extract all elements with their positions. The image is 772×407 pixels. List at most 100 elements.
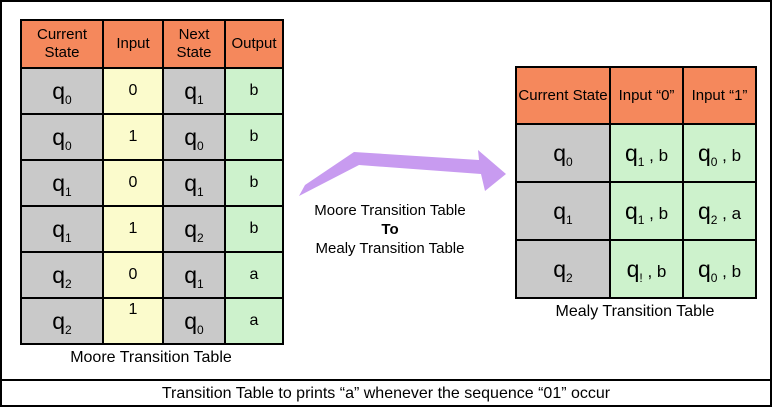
state-subscript: 0 xyxy=(710,270,718,285)
output-label: , b xyxy=(644,203,669,223)
mealy-table: Current State Input “0” Input “1” q0 q1 … xyxy=(515,66,757,299)
output-cell: b xyxy=(224,67,284,115)
transition-cell: q1 , b xyxy=(609,123,684,183)
moore-header-row: Current State Input Next State Output xyxy=(20,19,284,69)
conversion-label-line2: To xyxy=(381,221,399,238)
state-subscript: 1 xyxy=(637,154,645,169)
state-subscript: 1 xyxy=(65,230,72,245)
state-subscript: 2 xyxy=(566,270,573,285)
state-label: q xyxy=(553,255,567,282)
state-subscript: 1 xyxy=(197,276,204,291)
output-cell: b xyxy=(224,159,284,207)
output-label: , a xyxy=(717,203,742,223)
input-cell: 0 xyxy=(102,251,164,299)
conversion-label-line1: Moore Transition Table xyxy=(314,202,466,219)
current-state-cell: q2 xyxy=(20,297,104,345)
table-row: q1 q1 , b q2 , a xyxy=(515,181,757,241)
figure-caption: Transition Table to prints “a” whenever … xyxy=(161,385,611,402)
output-cell: a xyxy=(224,297,284,345)
output-label: , b xyxy=(644,145,669,165)
state-label: q xyxy=(52,123,66,150)
state-subscript: 1 xyxy=(197,92,204,107)
state-subscript: 1 xyxy=(65,184,72,199)
state-label: q xyxy=(697,255,711,282)
transition-cell: q1 , b xyxy=(609,181,684,241)
state-subscript: 0 xyxy=(65,138,72,153)
next-state-cell: q2 xyxy=(162,205,226,253)
mealy-header-input-0: Input “0” xyxy=(609,66,684,125)
state-subscript: 2 xyxy=(710,212,718,227)
state-label: q xyxy=(553,197,567,224)
state-subscript: 0 xyxy=(197,138,204,153)
output-cell: b xyxy=(224,113,284,161)
output-label: , b xyxy=(642,261,667,281)
next-state-cell: q1 xyxy=(162,159,226,207)
state-label: q xyxy=(184,169,198,196)
state-label: q xyxy=(52,261,66,288)
conversion-arrow-icon xyxy=(299,150,506,196)
state-subscript: ! xyxy=(639,270,643,285)
table-row: q0 1 q0 b xyxy=(20,113,284,161)
state-label: q xyxy=(624,197,638,224)
state-label: q xyxy=(697,139,711,166)
state-label: q xyxy=(184,123,198,150)
output-label: , b xyxy=(717,261,742,281)
input-cell: 0 xyxy=(102,67,164,115)
state-subscript: 2 xyxy=(65,276,72,291)
mealy-header-input-1: Input “1” xyxy=(682,66,757,125)
state-label: q xyxy=(184,215,198,242)
moore-header-next-state: Next State xyxy=(162,19,226,69)
moore-header-output: Output xyxy=(224,19,284,69)
state-subscript: 1 xyxy=(197,184,204,199)
transition-cell: q0 , b xyxy=(682,123,757,183)
state-label: q xyxy=(184,307,198,334)
output-cell: b xyxy=(224,205,284,253)
input-cell: 0 xyxy=(102,159,164,207)
caption-divider xyxy=(2,379,770,381)
next-state-cell: q0 xyxy=(162,113,226,161)
current-state-cell: q2 xyxy=(515,239,611,299)
state-label: q xyxy=(52,215,66,242)
state-subscript: 1 xyxy=(566,212,573,227)
state-label: q xyxy=(624,139,638,166)
moore-header-input: Input xyxy=(102,19,164,69)
output-label: , b xyxy=(717,145,742,165)
current-state-cell: q1 xyxy=(20,205,104,253)
mealy-header-current-state: Current State xyxy=(515,66,611,125)
table-row: q0 0 q1 b xyxy=(20,67,284,115)
state-label: q xyxy=(184,77,198,104)
input-cell: 1 xyxy=(102,113,164,161)
table-row: q1 0 q1 b xyxy=(20,159,284,207)
table-row: q2 1 q0 a xyxy=(20,297,284,345)
table-row: q1 1 q2 b xyxy=(20,205,284,253)
state-subscript: 1 xyxy=(637,212,645,227)
current-state-cell: q0 xyxy=(20,67,104,115)
current-state-cell: q2 xyxy=(20,251,104,299)
transition-cell: q2 , a xyxy=(682,181,757,241)
state-label: q xyxy=(52,307,66,334)
mealy-table-caption: Mealy Transition Table xyxy=(555,303,715,320)
transition-cell: q0 , b xyxy=(682,239,757,299)
input-cell: 1 xyxy=(102,205,164,253)
state-subscript: 2 xyxy=(65,322,72,337)
current-state-cell: q1 xyxy=(20,159,104,207)
state-subscript: 0 xyxy=(197,322,204,337)
moore-header-current-state: Current State xyxy=(20,19,104,69)
conversion-label: Moore Transition Table To Mealy Transiti… xyxy=(285,201,495,258)
transition-cell: q! , b xyxy=(609,239,684,299)
next-state-cell: q0 xyxy=(162,297,226,345)
conversion-label-line3: Mealy Transition Table xyxy=(315,240,465,257)
table-row: q2 0 q1 a xyxy=(20,251,284,299)
mealy-table-section: Current State Input “0” Input “1” q0 q1 … xyxy=(515,66,757,321)
state-subscript: 0 xyxy=(566,154,573,169)
state-label: q xyxy=(52,77,66,104)
state-subscript: 0 xyxy=(65,92,72,107)
current-state-cell: q1 xyxy=(515,181,611,241)
output-cell: a xyxy=(224,251,284,299)
mealy-header-row: Current State Input “0” Input “1” xyxy=(515,66,757,125)
moore-table: Current State Input Next State Output q0… xyxy=(20,19,284,345)
state-subscript: 2 xyxy=(197,230,204,245)
state-label: q xyxy=(184,261,198,288)
next-state-cell: q1 xyxy=(162,67,226,115)
